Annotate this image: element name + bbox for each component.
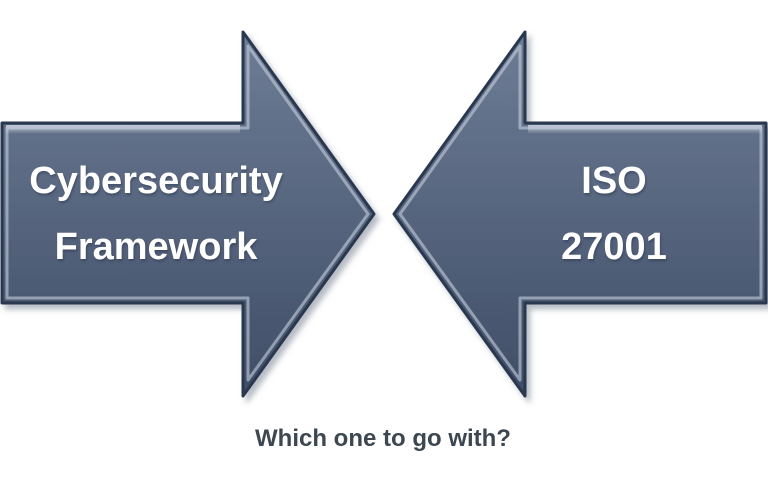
right-arrow-top-sheen: [528, 125, 762, 134]
right-arrow-label: ISO 27001: [464, 148, 764, 280]
right-arrow-bevel-highlight: [398, 44, 763, 382]
left-arrow-bevel-highlight: [5, 44, 370, 382]
right-arrow-label-line1: ISO: [581, 160, 647, 202]
left-arrow: [0, 30, 376, 398]
left-arrow-shape: [0, 30, 376, 398]
right-arrow-shape: [392, 30, 768, 398]
right-arrow-label-line2: 27001: [561, 226, 667, 268]
left-arrow-label: Cybersecurity Framework: [6, 148, 306, 280]
left-arrow-label-line1: Cybersecurity: [29, 160, 283, 202]
left-arrow-top-sheen: [6, 125, 240, 134]
left-arrow-label-line2: Framework: [54, 226, 258, 268]
right-arrow: [392, 30, 768, 398]
caption-text: Which one to go with?: [255, 425, 511, 452]
